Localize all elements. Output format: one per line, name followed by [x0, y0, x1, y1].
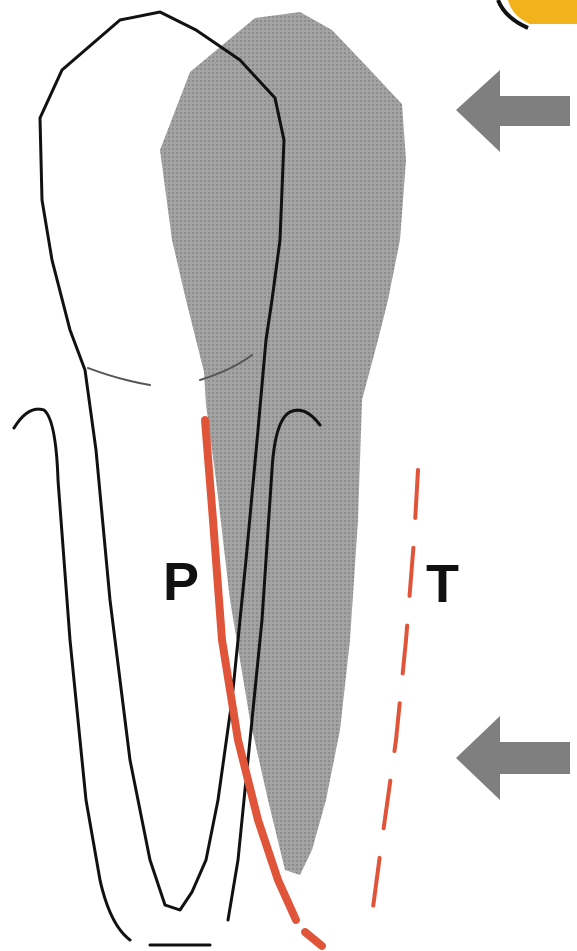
label-p: P [163, 552, 199, 612]
red-dashed-line [370, 470, 418, 930]
red-solid-line-tip [305, 932, 322, 946]
corner-badge [498, 0, 577, 28]
bottom-arrow-icon [456, 716, 570, 800]
label-t: T [426, 554, 459, 614]
top-arrow-icon [456, 70, 570, 152]
